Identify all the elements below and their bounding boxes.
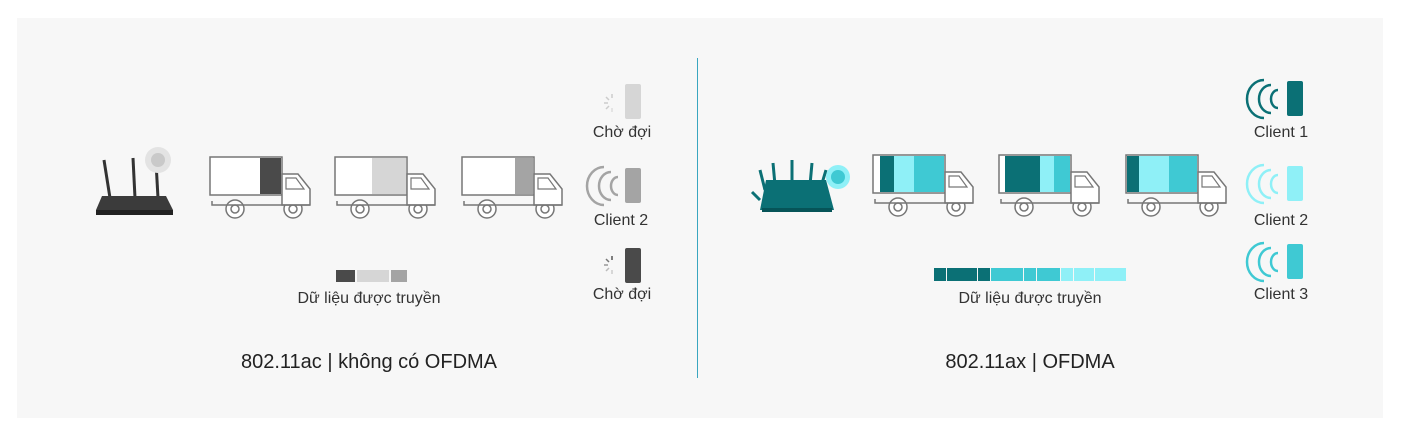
truck-3-left: [461, 156, 563, 219]
data-label-right: Dữ liệu được truyền: [958, 290, 1102, 307]
truck-1-left: [209, 156, 311, 219]
client-label-client-2-left: Client 2: [593, 212, 649, 229]
truck-2-left: [334, 156, 436, 219]
truck-2-right: [998, 154, 1100, 217]
phone-client-3-right: [1245, 241, 1303, 283]
truck-3-right: [1125, 154, 1227, 217]
phone-client-2-left: [585, 165, 641, 207]
data-bar-right: [934, 268, 1126, 281]
phone-client-2-right: [1245, 163, 1303, 205]
phone-client-1-right: [1245, 78, 1303, 120]
comparison-panel: [17, 18, 1383, 418]
phone-waiting-2: [604, 248, 641, 283]
data-bar-left: [336, 270, 407, 282]
caption-right: 802.11ax | OFDMA: [945, 351, 1115, 373]
wifi-signal-icon: [1245, 241, 1279, 283]
wifi-signal-icon: [585, 165, 619, 207]
loading-spinner-icon: [604, 94, 613, 112]
loading-spinner-icon: [604, 256, 613, 274]
client-label-client-2-right: Client 2: [1253, 212, 1309, 229]
wifi-signal-icon: [1245, 78, 1279, 120]
router-icon: [96, 147, 173, 215]
router-ax-icon: [750, 160, 850, 212]
client-label-waiting-2: Chờ đợi: [592, 286, 652, 303]
client-label-client-1-right: Client 1: [1253, 124, 1309, 141]
wifi-signal-icon: [1245, 163, 1279, 205]
client-label-waiting-1: Chờ đợi: [592, 124, 652, 141]
truck-1-right: [872, 154, 974, 217]
caption-left: 802.11ac | không có OFDMA: [240, 351, 498, 373]
phone-waiting-1: [604, 84, 641, 119]
data-label-left: Dữ liệu được truyền: [297, 290, 441, 307]
client-label-client-3-right: Client 3: [1253, 286, 1309, 303]
section-divider: [697, 58, 698, 378]
